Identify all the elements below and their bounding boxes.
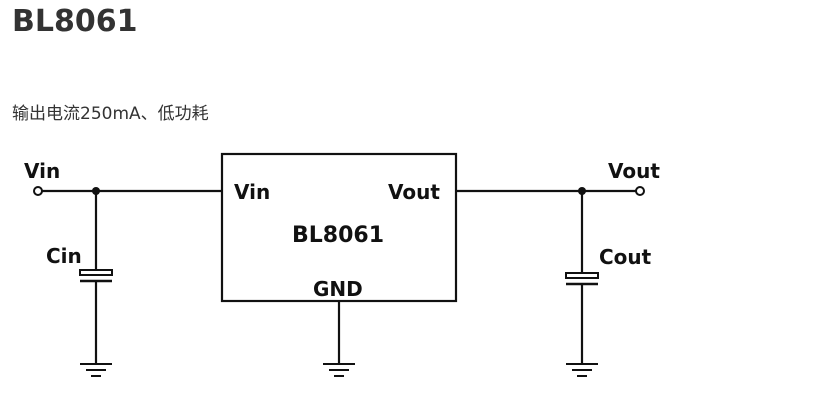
page-title: BL8061 bbox=[12, 4, 138, 39]
ground-icon bbox=[323, 363, 355, 377]
vin-terminal-label: Vin bbox=[24, 159, 60, 183]
ground-icon bbox=[566, 363, 598, 377]
vout-terminal-label: Vout bbox=[608, 159, 660, 183]
input-junction-dot bbox=[92, 187, 100, 195]
chip-pin-gnd-label: GND bbox=[313, 277, 363, 301]
cout-label: Cout bbox=[599, 245, 652, 269]
cin-label: Cin bbox=[46, 244, 82, 268]
ground-icon bbox=[80, 363, 112, 377]
cout-capacitor-icon bbox=[565, 272, 599, 286]
vout-terminal-icon bbox=[635, 186, 645, 196]
vin-terminal-icon bbox=[33, 186, 43, 196]
chip-pin-vout-label: Vout bbox=[388, 180, 440, 204]
cin-capacitor-icon bbox=[79, 269, 113, 283]
chip-pin-vin-label: Vin bbox=[234, 180, 270, 204]
description-text: 输出电流250mA、低功耗 bbox=[12, 104, 209, 124]
chip-name-label: BL8061 bbox=[292, 223, 384, 248]
output-junction-dot bbox=[578, 187, 586, 195]
